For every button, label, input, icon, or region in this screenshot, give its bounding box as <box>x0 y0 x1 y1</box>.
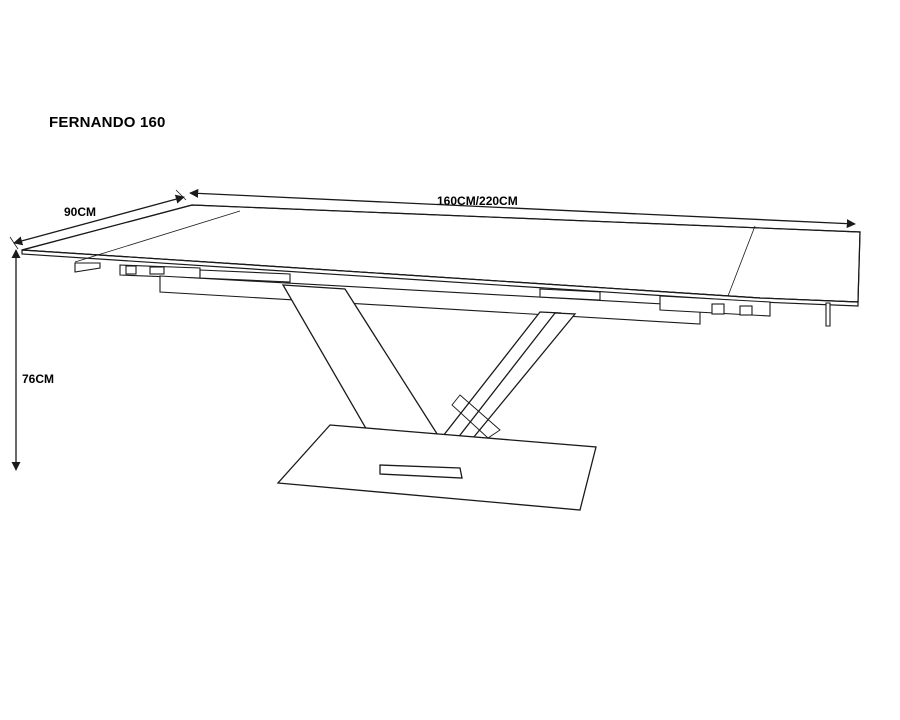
product-title: FERNANDO 160 <box>49 114 166 131</box>
table-top <box>21 204 861 307</box>
extension-seam-left <box>74 210 241 263</box>
extension-seam-right <box>727 225 756 297</box>
depth-dimension-line <box>13 194 185 246</box>
length-dimension-line <box>189 188 856 229</box>
dimension-lines <box>9 188 856 471</box>
height-dimension-label: 76CM <box>22 372 55 386</box>
table-base <box>276 284 597 511</box>
